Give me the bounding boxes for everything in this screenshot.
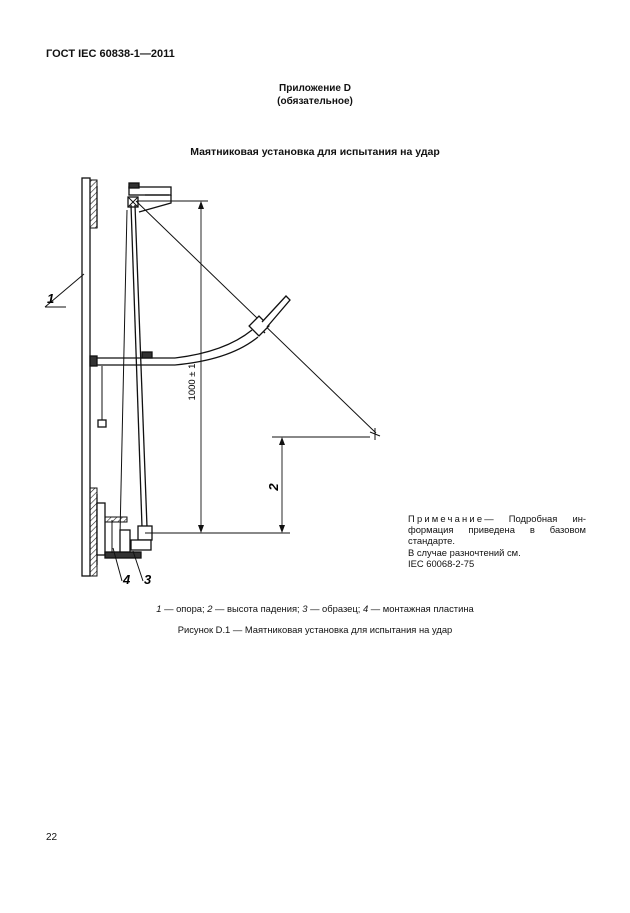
hanging-weight — [97, 419, 107, 428]
callout-4: 4 — [122, 572, 131, 587]
page-number: 22 — [46, 832, 58, 843]
note-line-1: Примечание— Подробная ин- — [408, 513, 586, 524]
annex-title: Приложение D — [279, 83, 351, 94]
callout-3: 3 — [144, 572, 152, 587]
note-line-5: IEC 60068-2-75 — [408, 557, 475, 569]
specimen — [119, 529, 131, 553]
support-wall — [81, 177, 91, 577]
note-line-2: формация приведена в базовом — [408, 524, 586, 536]
callout-1: 1 — [47, 291, 54, 306]
leader-3 — [132, 550, 144, 582]
mounting-plate — [104, 516, 128, 523]
figure-note: Примечание— Подробная ин- формация приве… — [408, 513, 586, 569]
document-header: ГОСТ IEC 60838-1—2011 — [46, 48, 175, 60]
dimension-1000-label: 1000 ± 1 — [187, 364, 198, 401]
annex-status: (обязательное) — [277, 96, 353, 107]
upper-mount-block — [89, 179, 98, 229]
leader-4 — [112, 547, 123, 582]
swing-line — [135, 200, 377, 434]
lower-mount-block — [89, 487, 98, 577]
figure-caption: Рисунок D.1 — Маятниковая установка для … — [177, 624, 453, 635]
note-line-4: В случае разночтений см. — [408, 546, 521, 558]
callout-2: 2 — [266, 483, 281, 492]
figure-title: Маятниковая установка для испытания на у… — [190, 146, 440, 158]
figure-legend: 1 — опора; 2 — высота падения; 3 — образ… — [156, 603, 474, 614]
note-line-3: стандарте. — [408, 535, 455, 547]
mid-arm-mount — [89, 355, 98, 367]
note-label: Примечание — [408, 513, 485, 524]
leader-1 — [44, 273, 85, 308]
pendulum-arm — [130, 204, 143, 528]
annex-heading: Приложение D (обязательное) — [0, 82, 630, 108]
